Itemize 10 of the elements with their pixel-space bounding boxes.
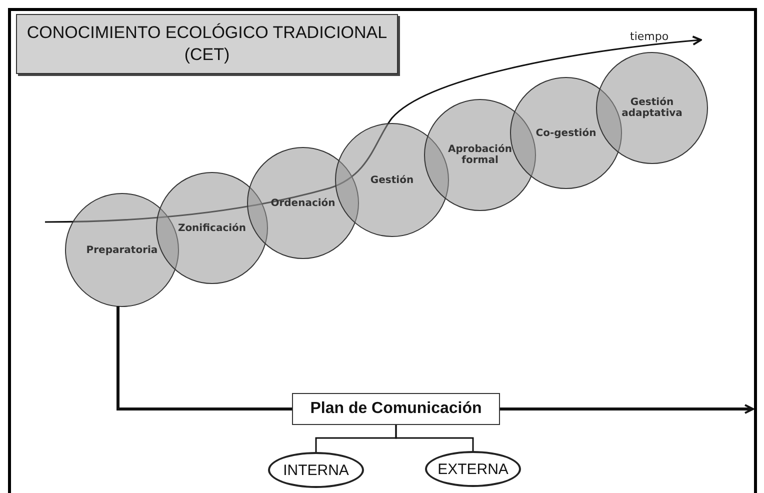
plan-box: Plan de Comunicación: [292, 393, 500, 425]
stage-circle: Zonificación: [156, 172, 268, 284]
axis-label: tiempo: [630, 30, 669, 43]
connector-line: [500, 404, 754, 414]
connector-line: [116, 306, 292, 410]
category-ellipse: EXTERNA: [425, 451, 521, 487]
connector-line: [395, 425, 474, 451]
stage-circle: Gestión adaptativa: [596, 52, 708, 164]
title-box: CONOCIMIENTO ECOLÓGICO TRADICIONAL (CET): [16, 14, 398, 74]
category-ellipse: INTERNA: [268, 452, 364, 488]
